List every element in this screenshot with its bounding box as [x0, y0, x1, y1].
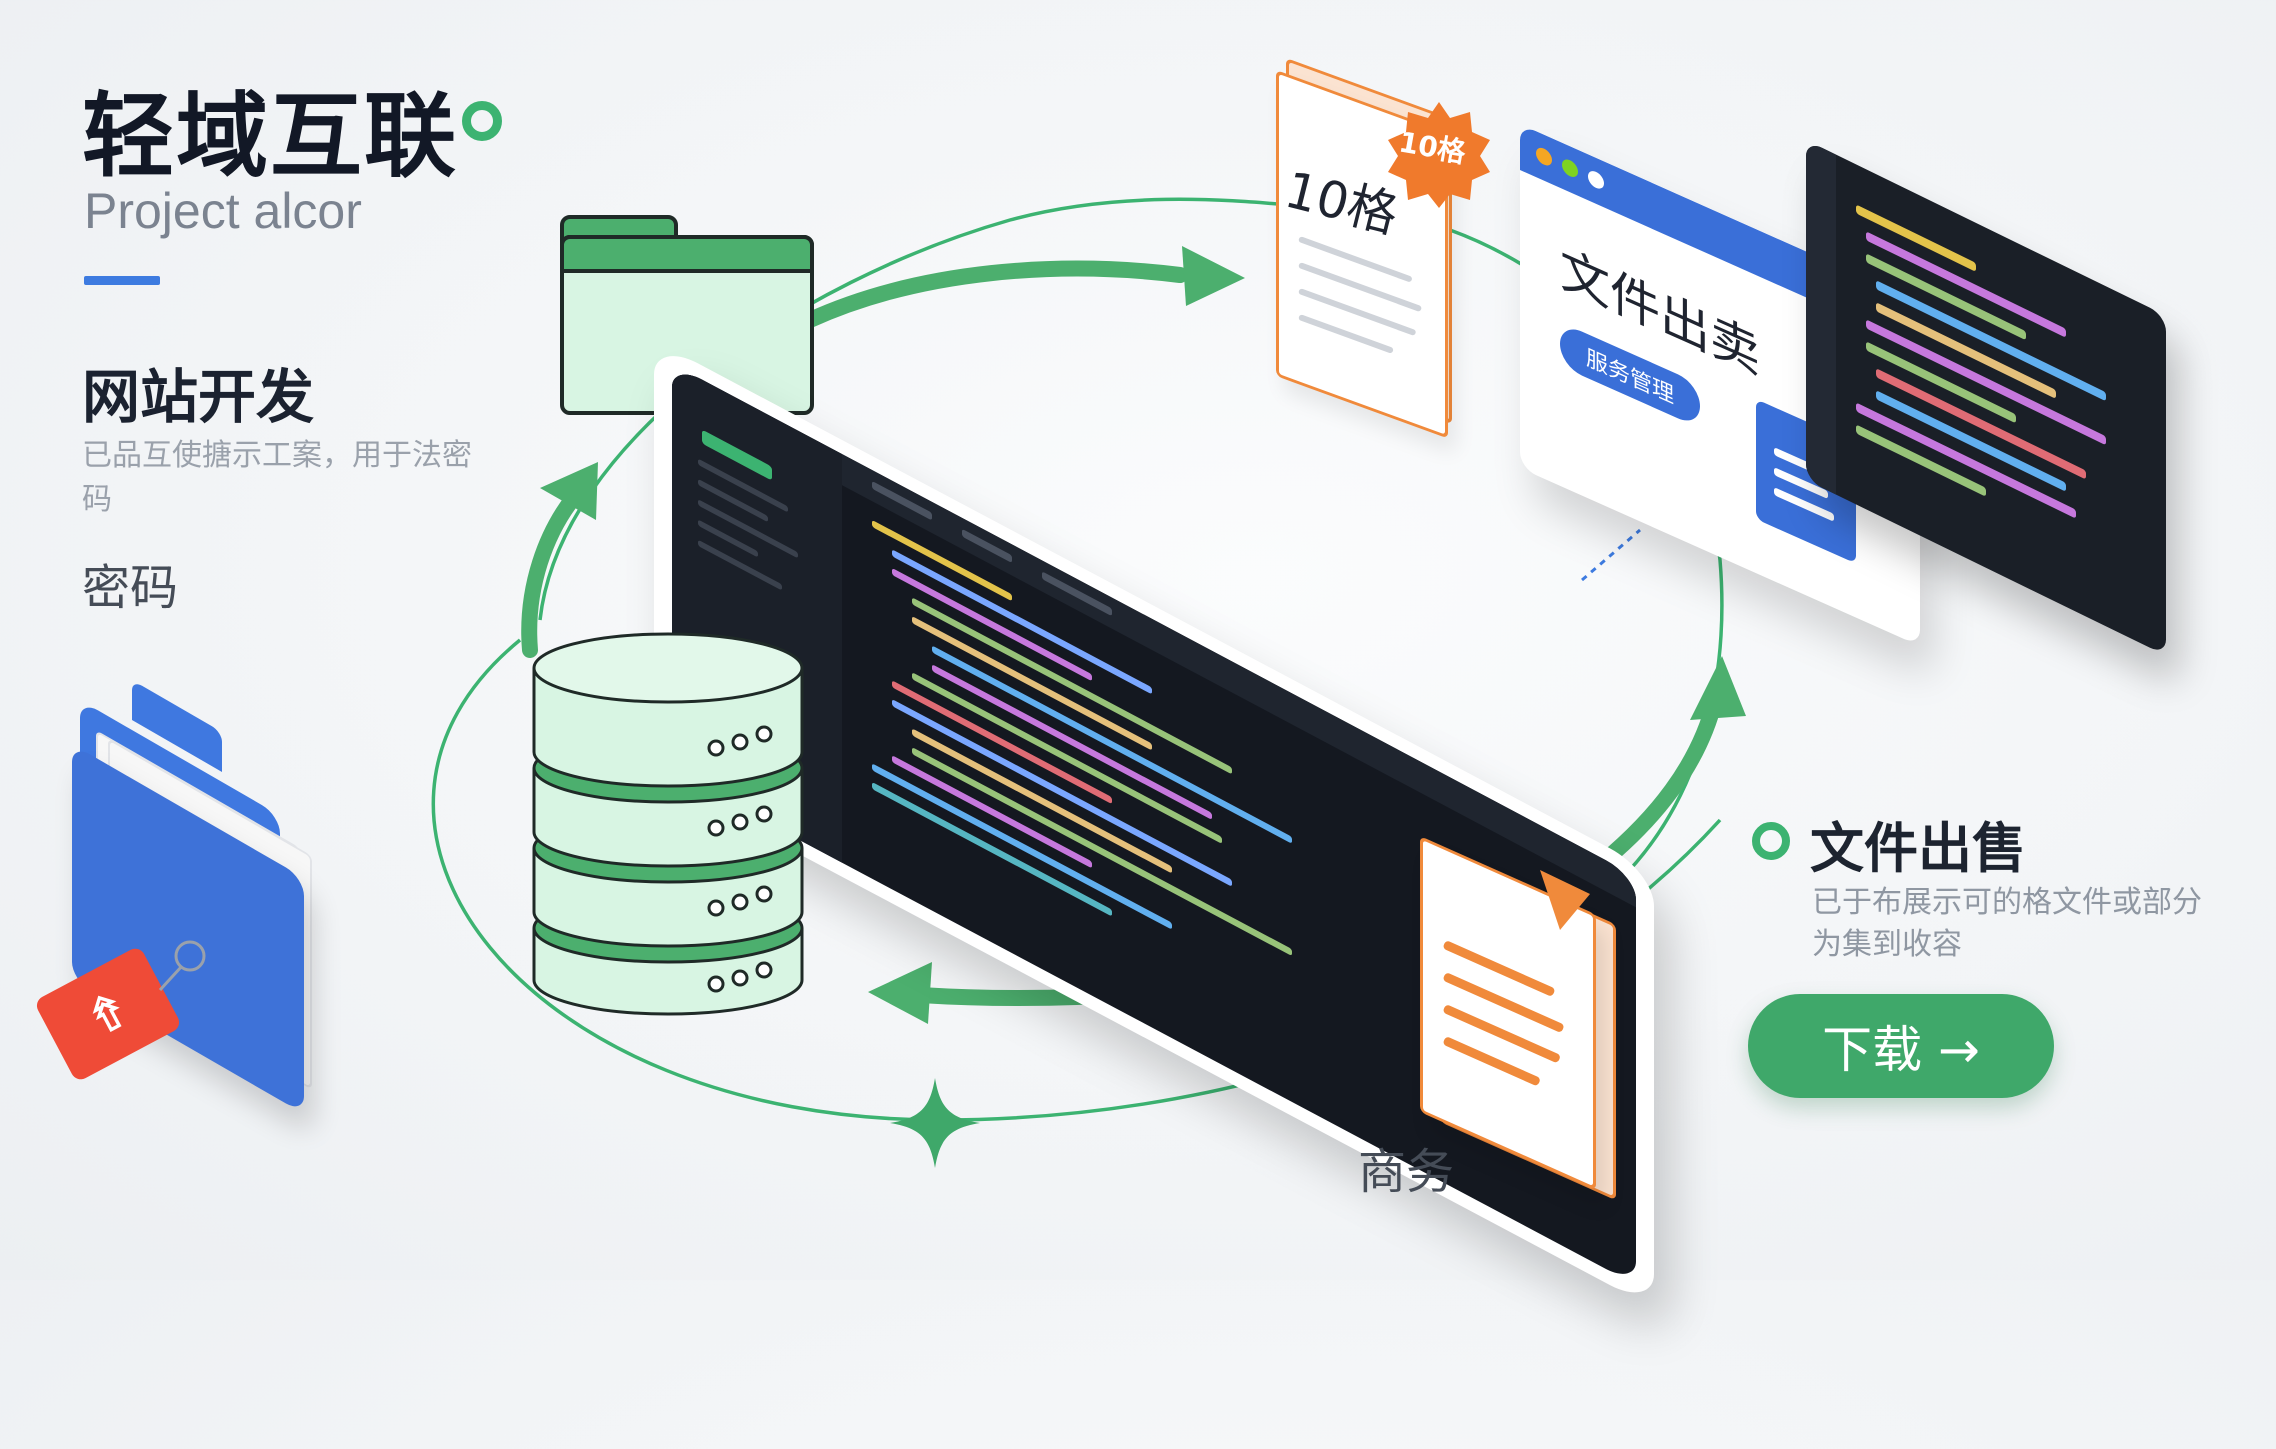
brand-dot-icon [462, 101, 502, 141]
info-description: 已于布展示可的格文件或部分为集到收容 [1812, 885, 2202, 962]
folder-band [560, 235, 814, 273]
download-button[interactable]: 下载 → [1748, 994, 2054, 1098]
brand-subtitle: Project alcor [84, 183, 362, 239]
section-title: 网站开发 [82, 363, 315, 431]
business-label: 商务 [1358, 1144, 1455, 1200]
editor-tab [1042, 571, 1112, 617]
editor-tab [962, 528, 1012, 564]
section-extra-label: 密码 [82, 560, 179, 616]
page-fold-icon [1540, 870, 1590, 930]
brand-divider [84, 276, 160, 285]
code-window-sidebar [1806, 140, 1836, 495]
sidebar-line [698, 519, 758, 558]
database-icon [532, 632, 804, 1016]
window-dot [1588, 168, 1604, 192]
tag-string-icon [158, 940, 206, 992]
window-dot [1562, 156, 1578, 180]
share-arrow-icon: ⇮ [75, 978, 141, 1050]
window-dot [1536, 145, 1552, 169]
sidebar-active-item [702, 429, 772, 481]
code-line [912, 728, 1172, 874]
badge-icon [1388, 102, 1490, 208]
info-title: 文件出售 [1810, 817, 2026, 880]
sparkle-icon [890, 1078, 980, 1168]
code-line [892, 698, 1232, 887]
info-dot-icon [1752, 822, 1790, 860]
sidebar-line [698, 478, 768, 523]
brand-title: 轻域互联 [82, 83, 459, 190]
section-description: 已品互使搪示工案，用于法密码 [82, 438, 472, 517]
editor-tab [872, 480, 932, 521]
